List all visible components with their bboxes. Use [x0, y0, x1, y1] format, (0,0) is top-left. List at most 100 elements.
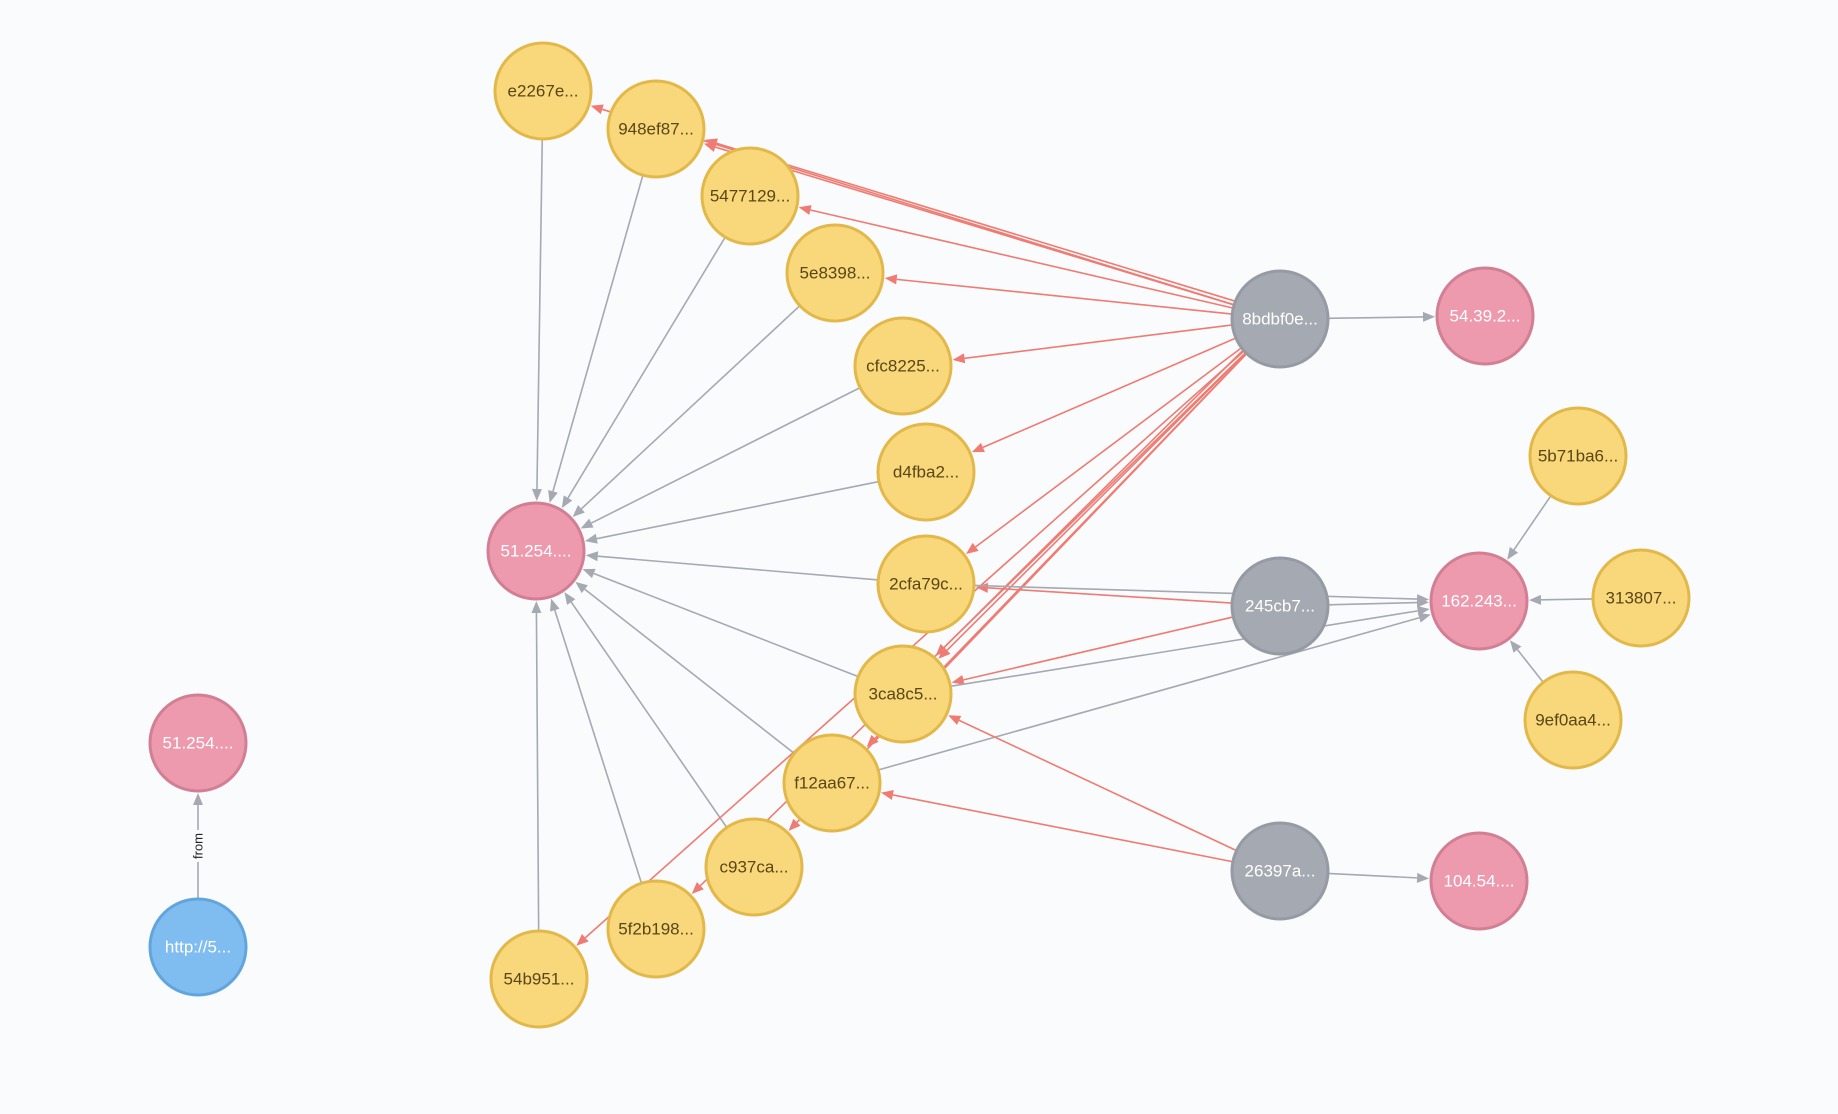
edge-line — [570, 601, 728, 828]
edge-26397a-f12aa67[interactable] — [881, 790, 1234, 863]
node-ip[interactable]: 162.243... — [1429, 551, 1529, 651]
node-circle[interactable] — [148, 897, 248, 997]
node-hash[interactable]: 3ca8c5... — [853, 644, 953, 744]
node-ip[interactable]: 51.254.... — [148, 693, 248, 793]
node-circle[interactable] — [1591, 548, 1691, 648]
node-circle[interactable] — [606, 879, 706, 979]
edge-5477129-ip51a[interactable] — [561, 236, 726, 509]
arrowhead-icon — [788, 818, 801, 831]
edge-245cb7-3ca8c5[interactable] — [951, 616, 1234, 685]
edge-line — [1327, 601, 1418, 606]
node-hash[interactable]: d4fba2... — [876, 422, 976, 522]
arrowhead-icon — [866, 734, 879, 748]
node-circle[interactable] — [1429, 551, 1529, 651]
node-circle[interactable] — [489, 929, 589, 1029]
node-hash[interactable]: 2cfa79c... — [876, 534, 976, 634]
node-host[interactable]: 8bdbf0e... — [1230, 269, 1330, 369]
edge-2cfa79c-ip51a[interactable] — [585, 551, 879, 581]
node-circle[interactable] — [493, 41, 593, 141]
edge-8bdbf0e-c937ca[interactable] — [788, 353, 1248, 831]
node-circle[interactable] — [782, 733, 882, 833]
edge-d4fba2-ip51a[interactable] — [585, 480, 880, 544]
node-circle[interactable] — [1230, 556, 1330, 656]
node-url[interactable]: http://5... — [148, 897, 248, 997]
edge-line — [597, 555, 879, 581]
node-circle[interactable] — [1230, 821, 1330, 921]
arrowhead-icon — [590, 104, 604, 115]
node-ip[interactable]: 54.39.2... — [1435, 266, 1535, 366]
edge-9ef0aa4-ip162[interactable] — [1509, 640, 1544, 683]
edge-c937ca-ip51a[interactable] — [564, 592, 728, 828]
node-hash[interactable]: 313807... — [1591, 548, 1691, 648]
edge-2cfa79c-ip162[interactable] — [973, 584, 1430, 605]
node-hash[interactable]: 54b951... — [489, 929, 589, 1029]
node-hash[interactable]: 5477129... — [700, 146, 800, 246]
node-ip[interactable]: 104.54.... — [1429, 831, 1529, 931]
edge-8bdbf0e-d4fba2[interactable] — [971, 337, 1237, 453]
edge-26397a-3ca8c5[interactable] — [948, 715, 1237, 852]
edge-line — [553, 609, 643, 884]
node-circle[interactable] — [853, 644, 953, 744]
edge-8bdbf0e-5e8398[interactable] — [884, 274, 1233, 315]
edge-5b71ba6-ip162[interactable] — [1507, 495, 1552, 560]
node-host[interactable]: 26397a... — [1230, 821, 1330, 921]
edge-54b951-ip51a[interactable] — [531, 600, 542, 932]
edge-8bdbf0e-54b951[interactable] — [576, 350, 1245, 946]
arrowhead-icon — [575, 581, 588, 594]
node-hash[interactable]: f12aa67... — [782, 733, 882, 833]
edge-8bdbf0e-2cfa79c[interactable] — [966, 347, 1243, 555]
edge-5e8398-ip51a[interactable] — [572, 305, 801, 517]
edge-8bdbf0e-948ef87[interactable] — [704, 138, 1236, 302]
node-circle[interactable] — [486, 501, 586, 601]
node-host[interactable]: 245cb7... — [1230, 556, 1330, 656]
edge-3ca8c5-ip51a[interactable] — [582, 568, 859, 678]
edge-url5-ip51b[interactable]: from — [189, 793, 207, 899]
node-circle[interactable] — [148, 693, 248, 793]
edge-cfc8225-ip51a[interactable] — [580, 386, 861, 529]
node-hash[interactable]: cfc8225... — [853, 316, 953, 416]
edge-8bdbf0e-3ca8c5[interactable] — [938, 352, 1247, 659]
node-hash[interactable]: 5e8398... — [785, 223, 885, 323]
edge-line — [535, 612, 540, 932]
node-circle[interactable] — [785, 223, 885, 323]
edge-line — [1513, 495, 1552, 551]
arrowhead-icon — [549, 598, 560, 612]
edge-313807-ip162[interactable] — [1528, 594, 1594, 605]
edge-line — [982, 337, 1237, 449]
edge-5f2b198-ip51a[interactable] — [549, 598, 643, 884]
node-hash[interactable]: 948ef87... — [606, 79, 706, 179]
edge-26397a-ip104[interactable] — [1327, 872, 1430, 883]
edge-3ca8c5-ip162[interactable] — [950, 605, 1430, 688]
edge-f12aa67-ip51a[interactable] — [575, 581, 795, 755]
edge-line — [975, 347, 1243, 548]
node-hash[interactable]: 5f2b198... — [606, 879, 706, 979]
arrowhead-icon — [951, 675, 965, 685]
node-circle[interactable] — [1528, 406, 1628, 506]
node-ip[interactable]: 51.254.... — [486, 501, 586, 601]
node-circle[interactable] — [1230, 269, 1330, 369]
edge-8bdbf0e-5477129[interactable] — [798, 205, 1234, 309]
node-hash[interactable]: e2267e... — [493, 41, 593, 141]
edge-e2267e-ip51a[interactable] — [531, 138, 544, 502]
node-circle[interactable] — [1429, 831, 1529, 931]
node-hash[interactable]: 9ef0aa4... — [1523, 670, 1623, 770]
node-hash[interactable]: 5b71ba6... — [1528, 406, 1628, 506]
node-circle[interactable] — [704, 817, 804, 917]
edge-8bdbf0e-ip54[interactable] — [1327, 311, 1436, 322]
edge-8bdbf0e-cfc8225[interactable] — [952, 324, 1233, 364]
node-hash[interactable]: c937ca... — [704, 817, 804, 917]
node-circle[interactable] — [853, 316, 953, 416]
node-circle[interactable] — [1435, 266, 1535, 366]
node-circle[interactable] — [606, 79, 706, 179]
edge-8bdbf0e-5f2b198[interactable] — [691, 351, 1247, 895]
edge-f12aa67-ip162[interactable] — [877, 612, 1431, 771]
node-circle[interactable] — [1523, 670, 1623, 770]
edge-line — [1516, 649, 1544, 683]
node-circle[interactable] — [876, 534, 976, 634]
edge-948ef87-ip51a[interactable] — [548, 174, 644, 503]
node-circle[interactable] — [876, 422, 976, 522]
node-circle[interactable] — [700, 146, 800, 246]
arrowhead-icon — [938, 646, 951, 659]
edge-line — [1327, 316, 1424, 320]
